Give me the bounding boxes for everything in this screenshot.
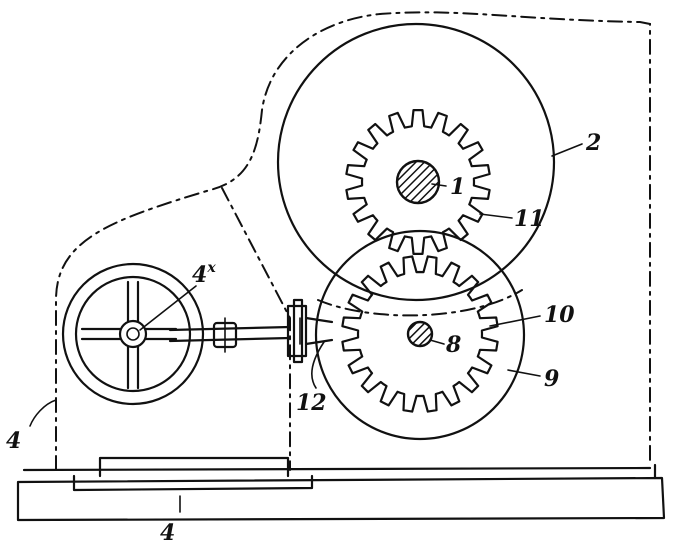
shaft-8 xyxy=(406,320,434,348)
gear-11 xyxy=(345,109,491,255)
label-4x-sup: x xyxy=(206,260,216,276)
label-4-left: 4 xyxy=(6,428,21,454)
base-plate xyxy=(16,456,666,522)
shaft-1-section xyxy=(395,159,441,205)
label-1: 1 xyxy=(450,174,465,200)
label-10: 10 xyxy=(544,302,575,328)
coupling-12 xyxy=(286,298,334,364)
label-2: 2 xyxy=(585,130,601,156)
label-11: 11 xyxy=(514,206,545,232)
wheel-9-circle xyxy=(314,229,526,441)
housing-outline xyxy=(55,11,651,471)
label-4x: 4x xyxy=(192,260,216,288)
gear-10 xyxy=(341,255,499,413)
crank-disc xyxy=(61,262,205,406)
label-4-bottom: 4 xyxy=(160,520,175,546)
label-4x-main: 4 xyxy=(192,262,207,288)
label-8: 8 xyxy=(445,332,461,358)
label-12: 12 xyxy=(296,390,327,416)
leader-lines xyxy=(29,143,583,513)
connecting-rod xyxy=(168,317,292,353)
hidden-arc xyxy=(317,289,523,317)
wheel-2-circle xyxy=(276,22,556,302)
label-9: 9 xyxy=(544,366,559,392)
